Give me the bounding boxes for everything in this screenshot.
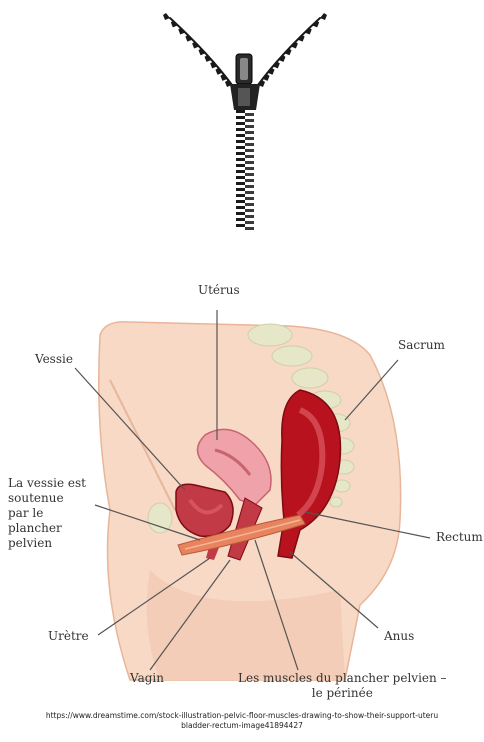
zipper-tooth <box>163 13 170 20</box>
label-vagin: Vagin <box>130 671 164 686</box>
zipper-icon <box>150 0 340 240</box>
label-uterus: Utérus <box>198 283 240 298</box>
label-uretre: Urètre <box>48 629 89 644</box>
zipper-tooth <box>245 179 254 182</box>
zipper-tooth <box>236 116 245 119</box>
label-muscles: Les muscles du plancher pelvien – le pér… <box>238 671 447 701</box>
pubic-bone <box>148 503 172 533</box>
zipper-tooth <box>236 158 245 161</box>
credit-line-2: bladder-rectum-image41894427 <box>0 721 484 731</box>
label-sacrum: Sacrum <box>398 338 445 353</box>
zipper-tooth <box>245 137 254 140</box>
zipper-tooth <box>245 215 254 218</box>
zipper-tooth <box>245 155 254 158</box>
zipper-tooth <box>236 164 245 167</box>
zipper-tooth <box>236 218 245 221</box>
zipper-tooth <box>245 113 254 116</box>
zipper-tooth <box>236 188 245 191</box>
zipper-tooth <box>245 131 254 134</box>
zipper-tooth <box>245 221 254 224</box>
zipper-tooth <box>236 212 245 215</box>
zipper-tooth <box>236 146 245 149</box>
zipper-tooth <box>236 152 245 155</box>
label-vessie: Vessie <box>35 352 73 367</box>
label-anus: Anus <box>384 629 414 644</box>
zipper-tooth <box>245 149 254 152</box>
zipper-tooth <box>245 227 254 230</box>
image-credit: https://www.dreamstime.com/stock-illustr… <box>0 711 484 731</box>
zipper-tooth <box>236 128 245 131</box>
zipper-tooth <box>236 182 245 185</box>
zipper-tooth <box>236 200 245 203</box>
zipper-tooth <box>236 206 245 209</box>
zipper-tooth <box>245 191 254 194</box>
zipper-tooth <box>245 167 254 170</box>
label-rectum: Rectum <box>436 530 483 545</box>
zipper-tooth <box>236 170 245 173</box>
zipper-tooth <box>236 194 245 197</box>
zipper-tooth <box>236 122 245 125</box>
zipper-tooth <box>245 143 254 146</box>
zipper-tooth <box>245 119 254 122</box>
zipper-tooth <box>236 176 245 179</box>
zipper-tooth <box>245 161 254 164</box>
zipper-tooth <box>320 13 327 20</box>
zipper-tooth <box>245 185 254 188</box>
zipper-tooth <box>236 140 245 143</box>
zipper-tooth <box>245 173 254 176</box>
zipper-tooth <box>236 110 245 113</box>
zipper-tooth <box>245 197 254 200</box>
credit-line-1: https://www.dreamstime.com/stock-illustr… <box>0 711 484 721</box>
zipper-tooth <box>245 125 254 128</box>
zipper-tooth <box>245 203 254 206</box>
zipper-tooth <box>245 209 254 212</box>
label-vessie-soutenue: La vessie est soutenue par le plancher p… <box>8 476 86 551</box>
zipper-tooth <box>236 224 245 227</box>
zipper-tooth <box>236 134 245 137</box>
